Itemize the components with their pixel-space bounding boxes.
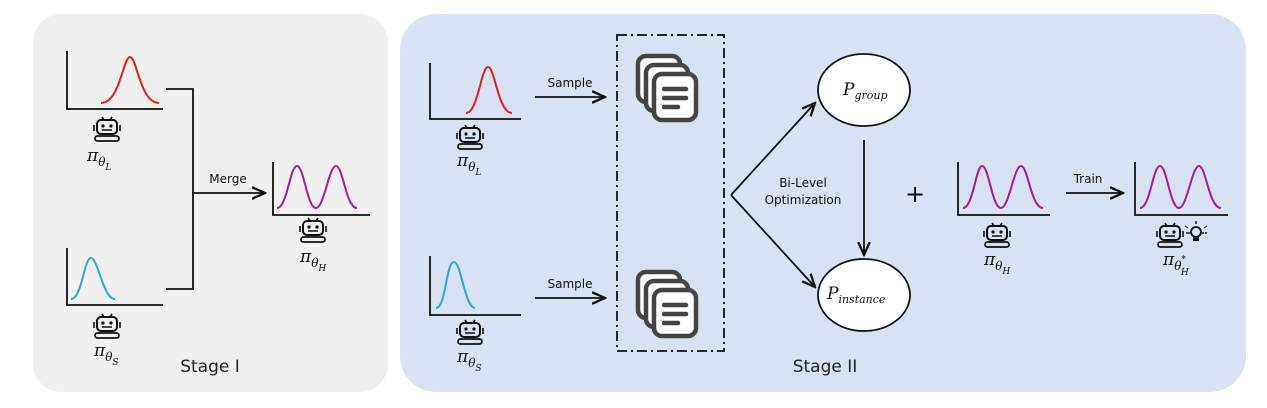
stage2-policy-small-label: πθS	[456, 347, 482, 374]
p-instance-node	[817, 258, 911, 332]
merge-connector	[166, 88, 265, 290]
lightbulb-icon	[1184, 221, 1208, 241]
stage1-panel	[33, 14, 388, 392]
stage2-large-model-distribution	[429, 63, 521, 120]
sample-label-top: Sample	[548, 76, 593, 90]
stage2-policy-merged-label: πθH	[983, 250, 1010, 277]
stage2-small-model-distribution	[429, 256, 521, 316]
policy-merged-label: πθH	[299, 247, 326, 274]
policy-trained-label: πθ*H	[1162, 250, 1189, 278]
policy-large-label: πθL	[86, 146, 111, 173]
merged-model-distribution	[272, 162, 370, 216]
trained-model-distribution	[1134, 162, 1228, 216]
bilevel-arrow-up	[730, 103, 815, 196]
p-instance-label: Pinstance	[826, 284, 886, 306]
samples-box	[616, 34, 725, 352]
bilevel-label-line2: Optimization	[765, 193, 842, 207]
policy-small-label: πθS	[93, 341, 119, 368]
stage2-label: Stage II	[793, 357, 858, 377]
large-model-distribution	[66, 51, 163, 110]
merge-label: Merge	[209, 172, 246, 186]
bilevel-arrow-down	[730, 194, 815, 287]
train-label: Train	[1073, 172, 1103, 186]
stage2-panel	[400, 14, 1246, 392]
p-group-node	[817, 53, 911, 127]
stage2-policy-large-label: πθL	[456, 151, 481, 178]
small-model-distribution	[66, 248, 163, 306]
stage1-label: Stage I	[180, 357, 240, 377]
p-group-label: Pgroup	[842, 80, 888, 102]
plus-sign: +	[905, 180, 925, 208]
stage2-merged-model-distribution	[957, 162, 1050, 216]
bilevel-label-line1: Bi-Level	[779, 176, 827, 190]
sample-label-bottom: Sample	[548, 277, 593, 291]
